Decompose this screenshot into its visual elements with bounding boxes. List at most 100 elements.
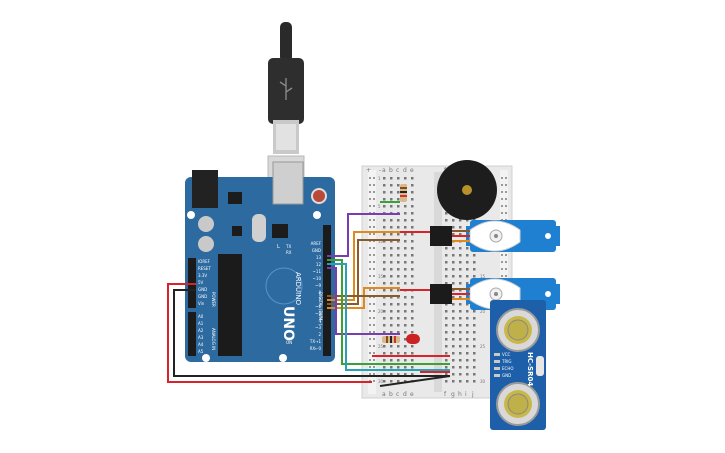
pin-label: GND bbox=[312, 248, 321, 253]
pin-label: 12 bbox=[316, 262, 322, 267]
wire-purple-top bbox=[327, 213, 400, 257]
wire-gnd-black bbox=[173, 289, 450, 377]
pin-label: TX→1 bbox=[309, 339, 322, 344]
wires bbox=[167, 201, 451, 387]
wire-green-1 bbox=[327, 259, 450, 365]
breadboard-column-letter: g bbox=[451, 391, 455, 398]
breadboard-column-letter: a bbox=[382, 167, 386, 174]
breadboard-row-number: 20 bbox=[378, 309, 384, 314]
on-led-label: ON bbox=[286, 340, 292, 345]
board-model: UNO bbox=[280, 306, 296, 341]
sensor-name: HC-SR04 bbox=[526, 352, 534, 386]
breadboard-row-number: 10 bbox=[378, 239, 384, 244]
pin-label: 2 bbox=[318, 332, 321, 337]
pin-label: A0 bbox=[198, 314, 204, 319]
sensor-pin bbox=[494, 360, 500, 363]
analog-header-label: ANALOG IN bbox=[211, 328, 216, 350]
pin-label: 13 bbox=[316, 255, 322, 260]
rx-led-label: RX bbox=[286, 250, 292, 255]
usb-icon bbox=[279, 78, 293, 100]
wire-purple-led bbox=[327, 267, 400, 335]
power-header-label: POWER bbox=[211, 292, 216, 307]
pin-label: RX←0 bbox=[310, 346, 322, 351]
wire-black-rail bbox=[379, 375, 451, 387]
breadboard-column-letter: c bbox=[396, 391, 399, 398]
tx-led-label: TX bbox=[285, 244, 291, 249]
pin-label: A1 bbox=[198, 321, 204, 326]
pin-label: ~11 bbox=[313, 269, 322, 274]
servo-1-connector bbox=[430, 226, 470, 246]
analog-header bbox=[188, 312, 196, 356]
resistor-led bbox=[382, 336, 400, 343]
breadboard-column-letter: e bbox=[410, 391, 414, 398]
pin-label: Vin bbox=[198, 301, 205, 306]
breadboard-row-number: 1 bbox=[378, 176, 381, 181]
pin-label: IOREF bbox=[198, 259, 211, 264]
pin-label: ~3 bbox=[315, 325, 321, 330]
breadboard-row-number: 20 bbox=[480, 309, 486, 314]
breadboard-column-letter: e bbox=[410, 167, 414, 174]
breadboard-column-letter: f bbox=[444, 391, 447, 398]
breadboard-column-letter: c bbox=[396, 167, 399, 174]
pin-label: AREF bbox=[311, 241, 322, 246]
pin-label: 4 bbox=[318, 318, 321, 323]
red-led bbox=[406, 334, 420, 344]
breadboard-column-letter: i bbox=[465, 391, 467, 398]
wire-orange-1 bbox=[327, 231, 400, 301]
breadboard-row-number: 25 bbox=[480, 344, 486, 349]
breadboard-row-number: 15 bbox=[378, 274, 384, 279]
pin-label: GND bbox=[198, 294, 207, 299]
servo-2-connector bbox=[430, 284, 470, 304]
l-led-label: L bbox=[277, 244, 280, 250]
arduino-uno-board: ARDUINO UNO POWER ANALOG IN DIGITAL (PWM… bbox=[185, 161, 335, 362]
pin-label: A4 bbox=[198, 342, 204, 347]
pin-label: ~10 bbox=[313, 276, 322, 281]
sensor-pin bbox=[494, 367, 500, 370]
breadboard-column-letter: a bbox=[382, 391, 386, 398]
digital-header-label: DIGITAL (PWM~) bbox=[318, 292, 323, 326]
breadboard-row-number: 30 bbox=[480, 379, 486, 384]
pin-label: ~5 bbox=[315, 311, 321, 316]
reset-button[interactable] bbox=[311, 188, 327, 204]
pin-label: 8 bbox=[318, 290, 321, 295]
hc-sr04-sensor: HC-SR04 VCC TRIG ECHO GND bbox=[490, 300, 546, 430]
digital-header bbox=[323, 225, 331, 356]
servo-motor-1 bbox=[466, 220, 560, 252]
breadboard-column-letter: j bbox=[471, 391, 474, 398]
rail-minus-label: - bbox=[379, 167, 381, 174]
pin-label: 5V bbox=[198, 280, 204, 285]
pin-label: A3 bbox=[198, 335, 204, 340]
wire-teal-1 bbox=[327, 263, 450, 371]
breadboard-column-letter: h bbox=[458, 391, 462, 398]
rail-plus-label: + bbox=[366, 167, 371, 174]
board-brand: ARDUINO bbox=[294, 272, 302, 305]
atmega-chip bbox=[218, 254, 242, 356]
pin-label: ~6 bbox=[315, 304, 321, 309]
pin-label: ~9 bbox=[315, 283, 321, 288]
breadboard-column-letter: b bbox=[389, 167, 393, 174]
breadboard-row-number: 25 bbox=[378, 344, 384, 349]
wire-5v-red bbox=[167, 283, 372, 383]
breadboard-column-letter: b bbox=[389, 391, 393, 398]
sensor-pin-label: TRIG bbox=[501, 359, 512, 364]
breadboard-column-letter: d bbox=[403, 391, 407, 398]
pin-label: A2 bbox=[198, 328, 204, 333]
piezo-buzzer bbox=[437, 160, 497, 220]
pin-label: A5 bbox=[198, 349, 204, 354]
pin-label: GND bbox=[198, 287, 207, 292]
breadboard-row-number: 15 bbox=[480, 274, 486, 279]
sensor-pin-label: VCC bbox=[502, 352, 511, 357]
pin-label: 3.3V bbox=[198, 273, 207, 278]
resistor-top bbox=[400, 184, 407, 202]
breadboard-row-number: 30 bbox=[378, 379, 384, 384]
pin-label: RESET bbox=[198, 266, 211, 271]
sensor-pin-label: GND bbox=[502, 373, 511, 378]
sensor-pin bbox=[494, 353, 500, 356]
sensor-pin bbox=[494, 374, 500, 377]
sensor-pin-label: ECHO bbox=[502, 366, 513, 371]
breadboard-column-letter: d bbox=[403, 167, 407, 174]
breadboard-row-number: 5 bbox=[378, 204, 381, 209]
pin-label: 7 bbox=[318, 297, 321, 302]
